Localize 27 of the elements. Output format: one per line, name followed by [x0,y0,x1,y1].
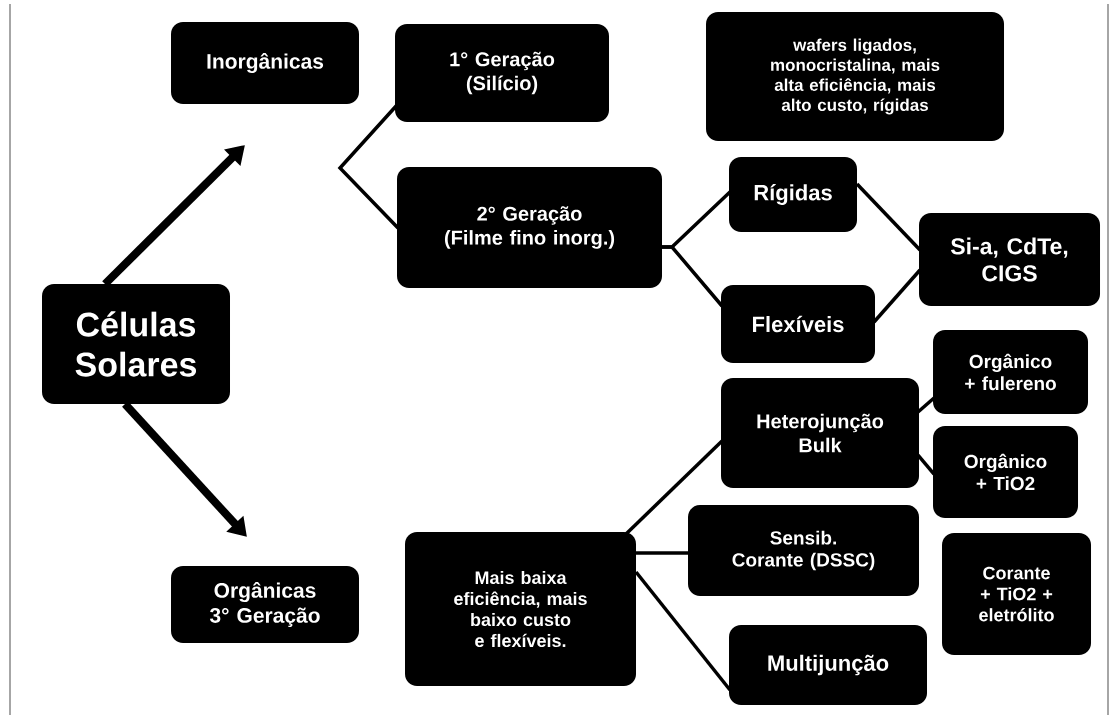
process-box: Si-a, CdTe, CIGS [919,213,1100,306]
connector-line [872,268,922,324]
process-box: 2° Geração (Filme fino inorg.) [397,167,662,288]
process-box: Heterojunção Bulk [721,378,919,488]
process-box: Orgânico + TiO2 [933,426,1078,518]
process-box: Orgânico + fulereno [933,330,1088,414]
process-box: wafers ligados, monocristalina, mais alta eficiência, mais alto custo, rígidas [706,12,1004,141]
connector-line [916,396,936,414]
connector-line [337,103,400,230]
process-box: Flexíveis [721,285,875,363]
connector-line [916,453,936,476]
connector-line [623,439,724,537]
process-box: 1° Geração (Silício) [395,24,609,122]
process-box: Corante + TiO2 + eletrólito [942,533,1091,655]
process-box: Rígidas [729,157,857,232]
process-box: Orgânicas 3° Geração [171,566,359,643]
connector-line [636,551,689,555]
arrow [102,145,245,287]
arrow [122,401,247,537]
connector-line [634,570,732,692]
process-box: Multijunção [729,625,927,705]
connector-line [662,245,724,308]
process-box: Mais baixa eficiência, mais baixo custo e flexíveis. [405,532,636,686]
process-box: Sensib. Corante (DSSC) [688,505,919,596]
process-box: Células Solares [42,284,230,404]
process-box: Inorgânicas [171,22,359,104]
connector-line [855,182,922,252]
